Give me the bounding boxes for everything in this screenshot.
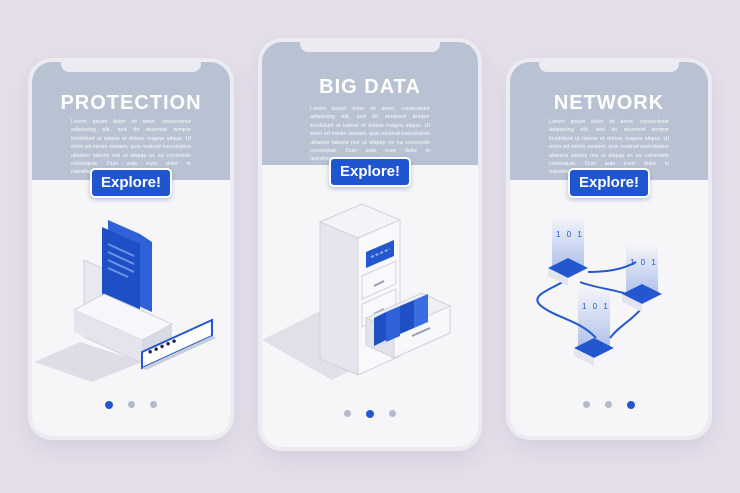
network-nodes-icon — [536, 216, 662, 366]
card-header — [32, 62, 230, 180]
page-dot-3[interactable] — [627, 401, 635, 409]
phone-notch — [61, 62, 201, 72]
page-dot-2[interactable] — [366, 410, 374, 418]
binary-digits-stream: 1 0 1 — [556, 230, 584, 239]
onboarding-card-network: NETWORK Lorem ipsum dolor sit amet, cons… — [510, 62, 708, 436]
card-description: Lorem ipsum dolor sit amet, consectetur … — [310, 106, 430, 163]
page-dot-1[interactable] — [344, 410, 351, 417]
page-indicator — [510, 401, 708, 409]
page-indicator — [262, 410, 478, 418]
page-dot-1[interactable] — [105, 401, 113, 409]
card-title: PROTECTION — [60, 92, 202, 114]
page-dot-3[interactable] — [389, 410, 396, 417]
page-dot-2[interactable] — [128, 401, 135, 408]
explore-button[interactable]: Explore! — [567, 168, 651, 198]
folder-document-password-icon — [34, 220, 216, 382]
explore-button[interactable]: Explore! — [89, 168, 173, 198]
phone-notch — [539, 62, 679, 72]
onboarding-card-big-data: BIG DATA Lorem ipsum dolor sit amet, con… — [262, 42, 478, 447]
card-header — [262, 42, 478, 165]
page-indicator — [32, 401, 230, 409]
card-title: BIG DATA — [319, 76, 421, 98]
page-dot-3[interactable] — [150, 401, 157, 408]
onboarding-card-protection: PROTECTION Lorem ipsum dolor sit amet, c… — [32, 62, 230, 436]
page-dot-1[interactable] — [583, 401, 590, 408]
file-cabinet-icon — [262, 203, 452, 380]
explore-button[interactable]: Explore! — [328, 157, 412, 187]
binary-digits-stream: 1 0 1 — [630, 258, 658, 267]
card-header — [510, 62, 708, 180]
phone-notch — [300, 42, 440, 52]
card-title: NETWORK — [553, 92, 665, 114]
page-dot-2[interactable] — [605, 401, 612, 408]
binary-digits-stream: 1 0 1 — [582, 302, 610, 311]
